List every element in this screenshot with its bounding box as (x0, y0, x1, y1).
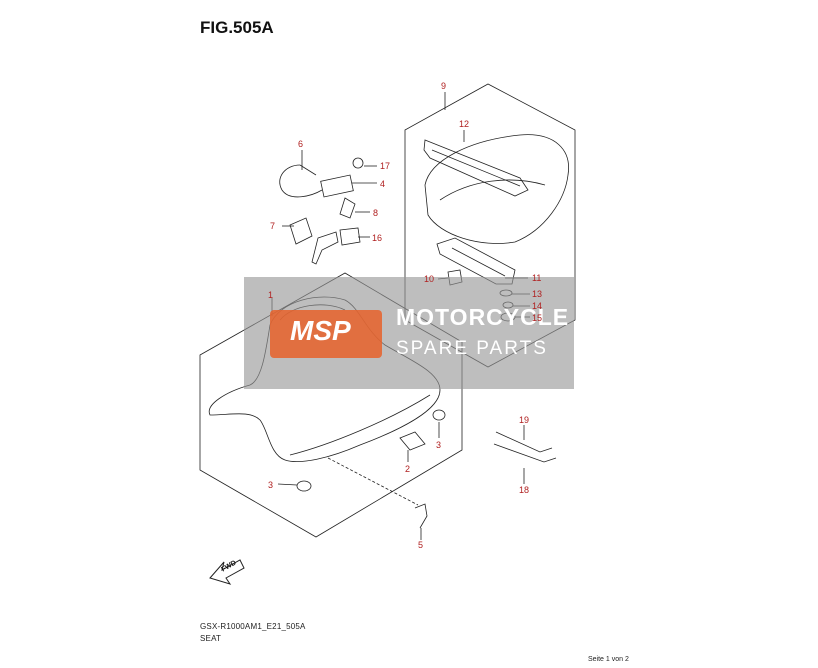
callout-3: 3 (268, 480, 274, 490)
key (311, 231, 339, 265)
watermark-line-2: SPARE PARTS (396, 338, 548, 359)
callout-4: 4 (380, 179, 386, 189)
figure-title: FIG.505A (200, 18, 274, 37)
cushion-2 (399, 431, 426, 451)
rear-seat-cowl-detail (439, 179, 546, 201)
callout-9: 9 (441, 81, 447, 91)
callout-5: 5 (418, 540, 424, 550)
callout-1: 1 (268, 290, 274, 300)
forward-arrow-icon (209, 559, 245, 585)
bolt-5 (414, 503, 428, 529)
nut-17 (352, 157, 364, 169)
watermark-line-1: MOTORCYCLE (396, 304, 570, 330)
callout-12: 12 (459, 119, 470, 129)
callout-6: 6 (298, 139, 304, 149)
seat-1-bottom (289, 394, 431, 456)
front-seat-group-outline (199, 272, 463, 538)
seat-lock-4 (320, 174, 354, 198)
lock-cable-6 (279, 164, 323, 198)
grab-strip (423, 139, 529, 197)
callout-18: 18 (519, 485, 530, 495)
model-code: GSX-R1000AM1_E21_505A (200, 622, 306, 631)
lock-cable-6-end (299, 164, 317, 176)
callout-2: 2 (405, 464, 411, 474)
rod-18 (493, 443, 557, 463)
page-info: Seite 1 von 2 (588, 656, 629, 663)
callout-19: 19 (519, 415, 530, 425)
callout-3: 3 (436, 440, 442, 450)
figure-subtitle: SEAT (200, 634, 222, 643)
cap-7 (289, 217, 313, 245)
callout-13: 13 (532, 289, 543, 299)
damper-3b (296, 480, 312, 492)
callout-10: 10 (424, 274, 435, 284)
callout-8: 8 (373, 208, 379, 218)
watermark-logo-badge (270, 310, 382, 358)
callout-14: 14 (532, 301, 543, 311)
clip-8 (339, 197, 356, 219)
key-lock-16 (339, 227, 361, 246)
callout-16: 16 (372, 233, 383, 243)
rod-19 (495, 431, 553, 453)
damper-3a (432, 409, 446, 421)
callout-11: 11 (532, 273, 542, 283)
watermark-logo-text: MSP (290, 315, 351, 346)
callout-15: 15 (532, 313, 543, 323)
rear-seat-cowl (424, 134, 569, 244)
callout-17: 17 (380, 161, 391, 171)
callout-7: 7 (270, 221, 276, 231)
